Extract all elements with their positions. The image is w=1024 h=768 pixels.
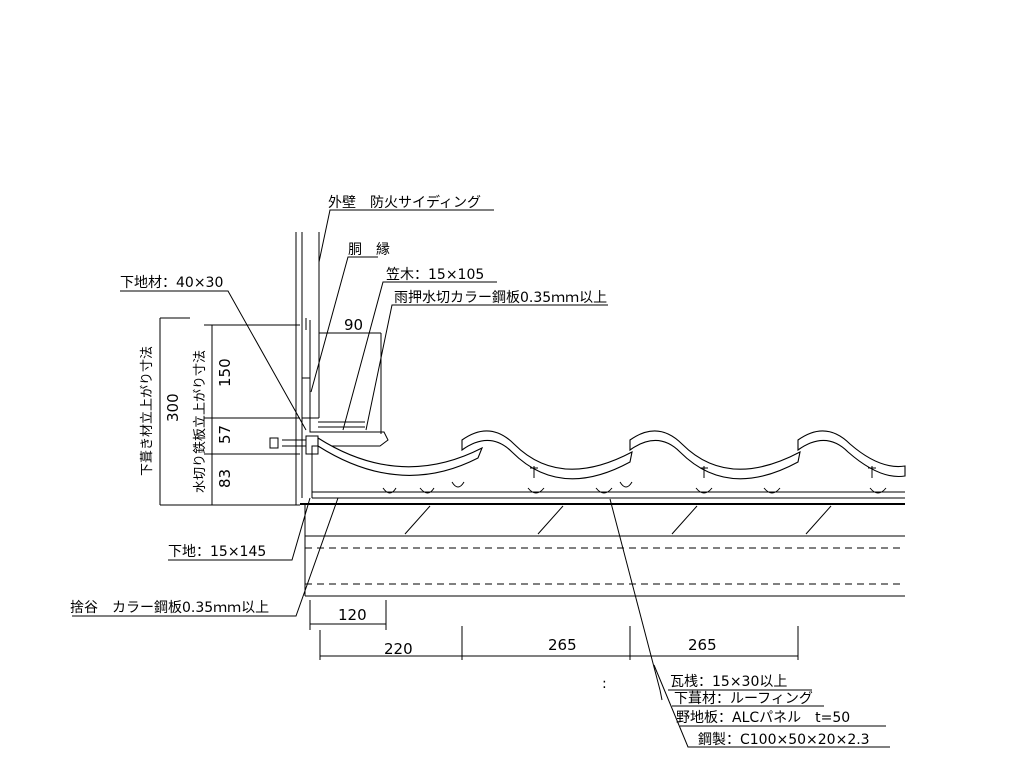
roof-deck (296, 491, 905, 597)
label-underlay-rise: 下葺き材立上がり寸法 (140, 346, 155, 476)
dim-90: 90 (344, 316, 363, 334)
label-flashing-rise: 水切り鉄板立上がり寸法 (193, 350, 208, 493)
label-sutedani: 捨谷 カラー鋼板0.35ｍｍ以上 (70, 599, 269, 616)
dim-83: 83 (216, 469, 234, 488)
label-steel: 鋼製：C100×50×20×2.3 (698, 732, 870, 748)
label-kasagi: 笠木：15×105 (386, 267, 484, 283)
dim-265-second: 265 (688, 636, 717, 654)
dim-265-first: 265 (548, 636, 577, 654)
label-sheathing: 野地板：ALCパネル t=50 (676, 710, 850, 726)
dim-300: 300 (164, 393, 182, 422)
label-shitaji-material: 下地材：40×30 (120, 275, 223, 291)
label-colon: : (602, 676, 607, 692)
label-outer-wall: 外壁 防火サイディング (328, 194, 481, 211)
label-flashing: 雨押水切カラー鋼板0.35ｍｍ以上 (394, 290, 607, 306)
roof-tiles (317, 430, 906, 494)
dimension-lines (159, 317, 799, 660)
label-kawarasan: 瓦桟：15×30以上 (670, 674, 787, 690)
label-underlay: 下葺材：ルーフィング (674, 691, 813, 707)
label-shitaji: 下地：15×145 (168, 544, 266, 560)
wall-flashing (269, 418, 389, 498)
dim-120: 120 (338, 606, 367, 624)
dim-57: 57 (216, 425, 234, 444)
label-dobuchi: 胴 縁 (348, 242, 390, 258)
dim-150: 150 (216, 358, 234, 387)
leader-lines (72, 209, 890, 748)
outer-wall (295, 232, 320, 505)
dim-220: 220 (384, 640, 413, 658)
